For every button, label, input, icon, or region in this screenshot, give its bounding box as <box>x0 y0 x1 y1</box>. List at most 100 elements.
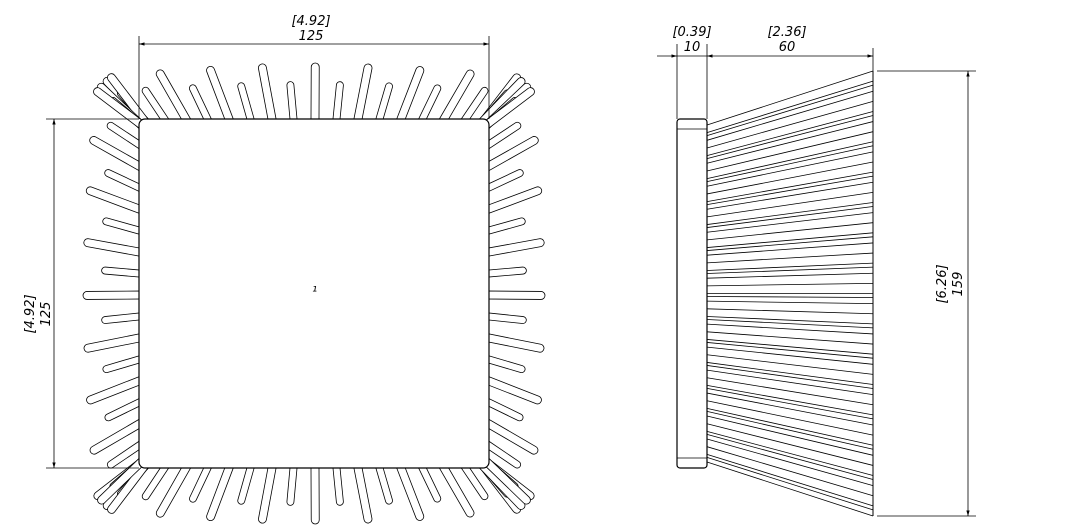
cooling-fin <box>107 73 152 129</box>
cooling-fin <box>310 62 320 128</box>
side-fin-line <box>706 339 874 355</box>
cooling-fin <box>479 332 545 353</box>
side-fin-line <box>706 161 874 195</box>
side-fin-line <box>706 282 874 287</box>
side-fin-line <box>706 400 874 436</box>
cooling-fin <box>86 373 149 405</box>
cooling-fin <box>479 437 521 469</box>
cooling-fin <box>258 63 278 129</box>
center-mark: ¹ <box>312 285 317 300</box>
side-base-inch-label: [0.39] <box>672 25 711 40</box>
side-fin-line <box>706 84 874 137</box>
cooling-fin <box>258 458 278 524</box>
cooling-fin <box>237 458 257 505</box>
side-fin-mm-label: 60 <box>779 40 796 55</box>
side-fin-line <box>706 331 874 345</box>
side-fin-line <box>706 181 874 210</box>
front-view: ¹ [4.92] 125 [4.92] 125 <box>23 14 546 525</box>
heatsink-base-plate <box>138 118 490 469</box>
side-fin-line <box>706 90 874 141</box>
side-fin-line <box>706 461 874 517</box>
side-fin-line <box>706 410 874 450</box>
cooling-fin <box>479 373 542 405</box>
cooling-fin <box>89 415 149 455</box>
cooling-fin <box>237 82 257 129</box>
cooling-fin <box>141 458 173 501</box>
cooling-fin <box>89 136 149 174</box>
side-fin-line <box>706 296 874 298</box>
cooling-fin <box>479 217 526 237</box>
side-fin-line <box>706 151 874 187</box>
side-fin-line <box>706 323 874 335</box>
cooling-fin <box>479 455 531 505</box>
side-fin-line <box>706 272 874 279</box>
cooling-fin <box>85 186 149 217</box>
cooling-fin <box>82 290 148 300</box>
cooling-fin <box>393 458 425 521</box>
side-fin-line <box>706 446 874 497</box>
cooling-fin <box>457 458 489 501</box>
front-height-dimension: [4.92] 125 <box>23 118 139 469</box>
side-fin-line <box>706 171 874 202</box>
side-fin-line <box>706 300 874 305</box>
cooling-fin <box>415 84 442 129</box>
cooling-fin <box>352 63 373 129</box>
side-fin-line <box>706 191 874 218</box>
side-fin-line <box>706 392 874 426</box>
cooling-fin <box>479 395 524 422</box>
cooling-fin <box>479 353 526 374</box>
cooling-fin <box>93 87 149 132</box>
side-fin-line <box>706 362 874 385</box>
side-fin-line <box>706 175 874 205</box>
side-base-dimension: [0.39] 10 <box>657 25 712 119</box>
cooling-fin <box>106 121 149 153</box>
side-view: [0.39] 10 [2.36] 60 [6.26] 159 <box>657 25 976 517</box>
cooling-fin <box>393 66 425 129</box>
side-height-inch-label: [6.26] <box>935 264 950 303</box>
side-fin-line <box>706 141 874 180</box>
cooling-fin <box>331 81 344 128</box>
cooling-fin <box>479 169 524 195</box>
side-fin-line <box>706 232 874 248</box>
side-fin-line <box>706 100 874 149</box>
side-fin-line <box>706 433 874 480</box>
side-fin-line <box>706 145 874 183</box>
cooling-fin <box>479 238 545 258</box>
cooling-fin <box>479 186 543 217</box>
cooling-fin <box>479 87 535 132</box>
cooling-fin <box>373 82 393 129</box>
cooling-fin <box>479 136 539 174</box>
cooling-fin <box>310 459 320 525</box>
cooling-fin <box>352 458 373 524</box>
side-fin-line <box>706 212 874 233</box>
side-fin-line <box>706 131 874 172</box>
side-fin-line <box>706 115 874 160</box>
side-fin-line <box>706 430 874 476</box>
side-fin-line <box>706 342 874 359</box>
side-fin-line <box>706 438 874 487</box>
cooling-fin <box>206 458 237 522</box>
side-fin-line <box>706 377 874 406</box>
cooling-fin <box>206 66 237 129</box>
side-fin-line <box>706 365 874 389</box>
cooling-fin <box>479 415 539 455</box>
side-fin-inch-label: [2.36] <box>767 25 806 40</box>
cooling-fin <box>107 437 149 469</box>
cooling-fin <box>480 290 546 300</box>
side-fin-line <box>706 456 874 511</box>
cooling-fin <box>102 217 149 237</box>
cooling-fin <box>331 459 344 506</box>
cooling-fin <box>155 69 194 129</box>
front-height-inch-label: [4.92] <box>23 294 38 333</box>
side-fin-line <box>706 354 874 375</box>
side-fin-line <box>706 252 874 264</box>
side-fin-line <box>706 80 874 134</box>
cooling-fin <box>189 458 215 503</box>
side-fin-line <box>706 202 874 225</box>
cooling-fin <box>435 458 475 518</box>
side-height-dimension: [6.26] 159 <box>877 70 976 517</box>
side-fin-line <box>706 385 874 416</box>
side-fin-line <box>706 308 874 315</box>
front-width-mm-label: 125 <box>299 29 324 44</box>
